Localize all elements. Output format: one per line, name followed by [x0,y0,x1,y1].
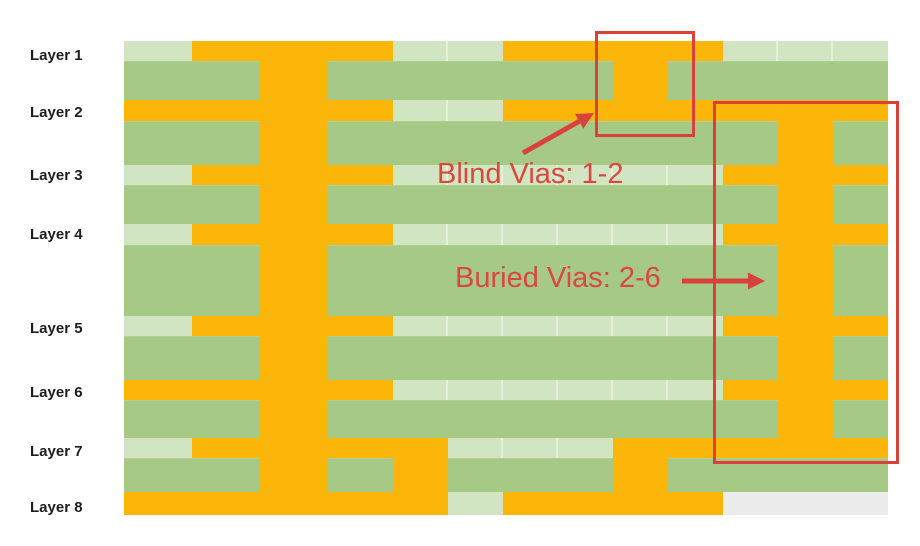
via-column [260,245,327,316]
copper-segment-layer-1 [503,41,723,61]
copper-segment-layer-5 [723,316,888,336]
no-copper-segment-layer-1 [723,41,778,61]
no-copper-segment-layer-6 [448,380,503,400]
copper-segment-layer-2 [503,100,888,121]
no-copper-segment-layer-6 [393,380,448,400]
via-column [260,458,327,492]
no-copper-segment-layer-4 [613,224,668,245]
no-copper-segment-layer-6 [503,380,558,400]
no-copper-segment-layer-3 [448,165,503,185]
no-copper-segment-layer-3 [503,165,558,185]
no-copper-segment-layer-3 [558,165,613,185]
no-copper-segment-layer-6 [668,380,723,400]
via-column [778,400,833,438]
via-column [260,61,327,100]
copper-segment-layer-2 [124,100,393,121]
no-copper-segment-layer-1 [833,41,888,61]
no-copper-segment-layer-6 [558,380,613,400]
no-copper-segment-layer-2 [393,100,448,121]
via-column [778,336,833,380]
no-copper-segment-layer-4 [124,224,192,245]
copper-segment-layer-8 [503,492,723,515]
no-copper-segment-layer-5 [613,316,668,336]
via-column [393,458,448,492]
layer-label: Layer 5 [30,320,83,337]
substrate-row-substrate-2-3 [124,121,888,165]
no-copper-segment-layer-3 [393,165,448,185]
no-copper-segment-layer-4 [448,224,503,245]
copper-segment-layer-3 [192,165,393,185]
no-copper-segment-layer-1 [778,41,833,61]
copper-segment-layer-5 [192,316,393,336]
substrate-row-substrate-5-6 [124,336,888,380]
no-copper-segment-layer-5 [558,316,613,336]
copper-segment-layer-4 [192,224,393,245]
blind-via-highlight-box [595,31,695,137]
no-copper-segment-layer-1 [393,41,448,61]
no-copper-segment-layer-1 [448,41,503,61]
copper-segment-layer-7 [613,438,888,458]
layer-label: Layer 3 [30,167,83,184]
no-copper-segment-layer-7 [448,438,503,458]
layer-label: Layer 8 [30,499,83,516]
layer-label: Layer 1 [30,47,83,64]
no-copper-segment-layer-3 [613,165,668,185]
copper-segment-layer-1 [192,41,393,61]
no-copper-segment-layer-3 [668,165,723,185]
no-copper-segment-layer-4 [393,224,448,245]
finish-segment-layer-8 [723,492,888,515]
no-copper-segment-layer-5 [503,316,558,336]
no-copper-segment-layer-5 [668,316,723,336]
via-column [260,336,327,380]
via-column [260,121,327,165]
via-column [613,458,668,492]
no-copper-segment-layer-7 [503,438,558,458]
no-copper-segment-layer-8 [448,492,503,515]
buried-vias-annotation-text: Buried Vias: 2-6 [455,262,661,294]
no-copper-segment-layer-5 [448,316,503,336]
layer-label: Layer 4 [30,226,83,243]
substrate-row-substrate-1-2 [124,61,888,100]
no-copper-segment-layer-4 [503,224,558,245]
buried-via-highlight-box [713,101,899,464]
layer-label: Layer 7 [30,443,83,460]
layer-label: Layer 6 [30,384,83,401]
copper-segment-layer-6 [124,380,393,400]
via-column [260,185,327,224]
no-copper-segment-layer-3 [124,165,192,185]
via-column [778,121,833,165]
copper-segment-layer-4 [723,224,888,245]
no-copper-segment-layer-5 [124,316,192,336]
copper-segment-layer-8 [124,492,448,515]
no-copper-segment-layer-4 [668,224,723,245]
substrate-row-substrate-3-4 [124,185,888,224]
no-copper-segment-layer-2 [448,100,503,121]
via-column [260,400,327,438]
copper-segment-layer-6 [723,380,888,400]
no-copper-segment-layer-4 [558,224,613,245]
no-copper-segment-layer-5 [393,316,448,336]
via-column [613,61,668,100]
no-copper-segment-layer-6 [613,380,668,400]
no-copper-segment-layer-7 [558,438,613,458]
substrate-row-substrate-6-7 [124,400,888,438]
via-column [778,245,833,316]
layer-label: Layer 2 [30,104,83,121]
copper-segment-layer-3 [723,165,888,185]
copper-segment-layer-7 [192,438,448,458]
blind-vias-annotation-text: Blind Vias: 1-2 [437,158,624,190]
no-copper-segment-layer-7 [124,438,192,458]
via-column [778,185,833,224]
no-copper-segment-layer-1 [124,41,192,61]
